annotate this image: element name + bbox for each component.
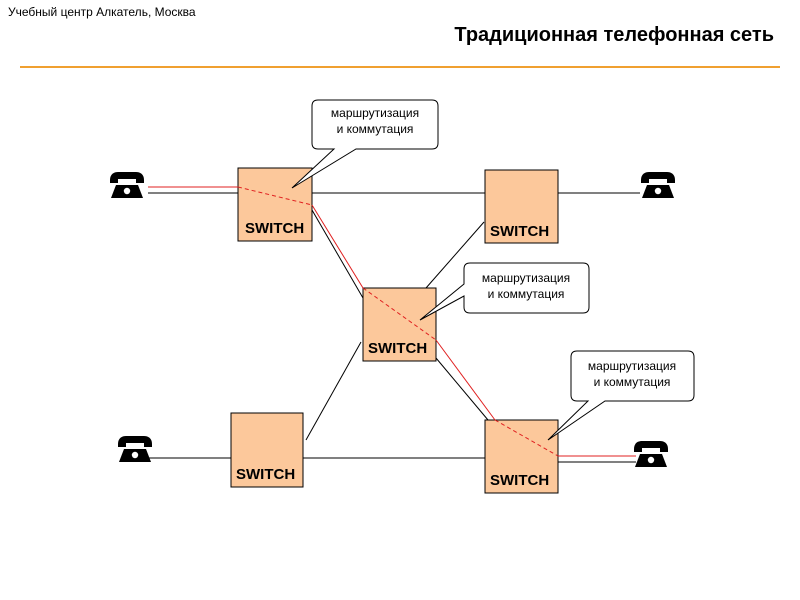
- callout-line: и коммутация: [594, 375, 671, 389]
- telephone-icon: [110, 172, 144, 198]
- switch-label: SWITCH: [236, 466, 295, 483]
- telephone-icon: [634, 441, 668, 467]
- link-sw3-sw5: [435, 357, 489, 421]
- switch-label: SWITCH: [368, 340, 427, 357]
- call-route: [148, 186, 636, 457]
- link-sw1-sw3: [311, 209, 364, 299]
- network-links: [148, 192, 640, 463]
- route-segment-dashed: [362, 287, 437, 341]
- route-segment-dashed: [237, 186, 313, 206]
- switch-label: SWITCH: [490, 223, 549, 240]
- switch-sw4: SWITCH: [230, 412, 304, 488]
- telephone-icon: [641, 172, 675, 198]
- route-segment: [435, 339, 496, 421]
- callout-line: маршрутизация: [482, 271, 570, 285]
- callout-bubble-bottom: маршрутизация и коммутация: [547, 350, 695, 441]
- switch-label: SWITCH: [245, 220, 304, 237]
- link-sw3-sw4: [305, 341, 362, 441]
- callout-line: и коммутация: [337, 122, 414, 136]
- page-title: Традиционная телефонная сеть: [454, 24, 774, 46]
- callout-bubble-top: маршрутизация и коммутация: [291, 99, 439, 189]
- switch-label: SWITCH: [490, 472, 549, 489]
- switch-sw5: SWITCH: [484, 419, 559, 494]
- switch-sw1: SWITCH: [237, 167, 313, 242]
- route-segment-dashed: [494, 419, 559, 457]
- link-sw2-sw3: [425, 221, 485, 289]
- switch-sw3: SWITCH: [362, 287, 437, 362]
- callout-line: маршрутизация: [331, 106, 419, 120]
- header-divider: [20, 66, 780, 68]
- switch-sw2: SWITCH: [484, 169, 559, 244]
- callout-line: маршрутизация: [588, 359, 676, 373]
- telephone-icon: [118, 436, 152, 462]
- route-segment: [311, 204, 364, 289]
- callout-bubble-middle: маршрутизация и коммутация: [419, 262, 590, 321]
- organization-label: Учебный центр Алкатель, Москва: [8, 5, 196, 19]
- callout-line: и коммутация: [488, 287, 565, 301]
